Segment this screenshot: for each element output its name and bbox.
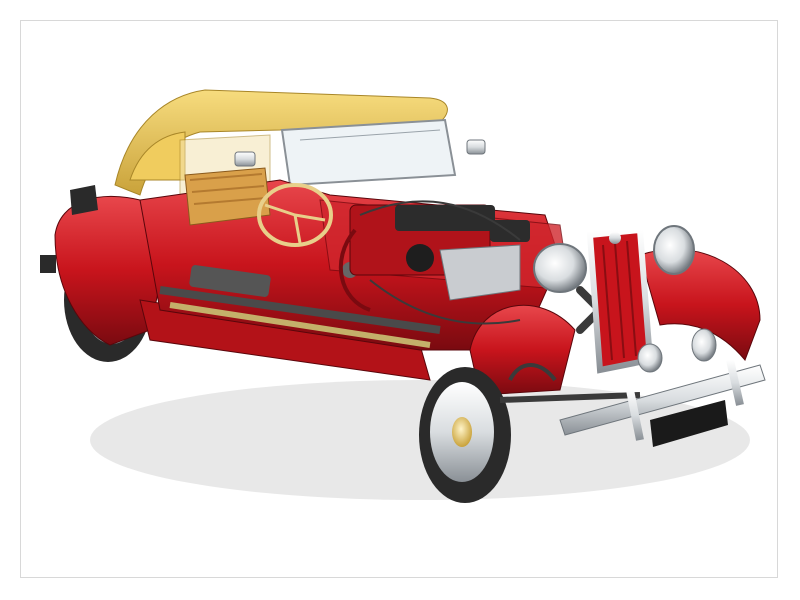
front-suspension [499, 363, 641, 403]
seats [184, 167, 271, 226]
front-bumper [559, 359, 766, 441]
front-wheel [419, 367, 511, 503]
image-border [20, 20, 778, 578]
steering-wheel [257, 183, 333, 247]
engine [338, 200, 530, 325]
side-mirror [234, 139, 486, 167]
license-plate-area [650, 400, 728, 447]
rear-spare-and-lamp [40, 185, 98, 273]
headlamps [533, 225, 717, 373]
windscreen [280, 118, 457, 187]
